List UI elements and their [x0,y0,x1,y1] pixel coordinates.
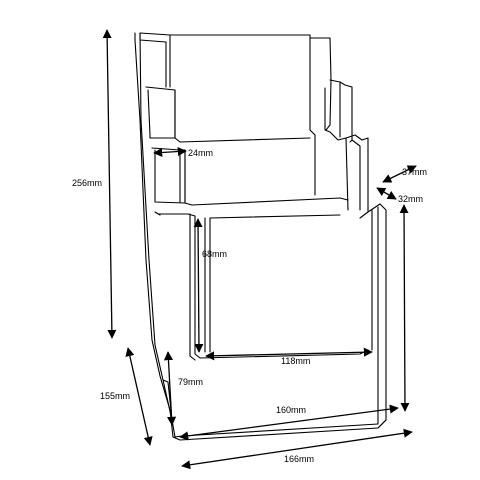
label-depth-side: 155mm [100,391,130,401]
dim-height-total [102,29,117,339]
label-pocket-width: 118mm [281,356,310,366]
top-board [139,32,332,131]
tier-1-back [145,86,176,139]
tier-3-right [367,203,387,429]
dim-pocket-height [193,218,204,353]
tier-1-side [147,89,176,139]
dim-overall-width [181,428,413,470]
label-height-total: 256mm [72,178,102,188]
label-base-inner-width: 160mm [276,405,306,415]
dim-front-height [399,204,410,412]
dimension-lines [102,29,417,470]
label-pocket-step: 24mm [188,148,213,158]
tier-2-right [345,134,369,219]
dim-side-depth [382,165,417,183]
label-base-front-height: 79mm [178,377,203,387]
dim-pocket-step [153,146,187,158]
label-pocket-height: 68mm [202,249,227,259]
label-overall-width: 166mm [284,454,314,464]
dim-front-depth [376,187,397,200]
holder-outline [134,32,387,441]
label-front-depth: 32mm [398,194,423,204]
label-side-depth: 37mm [402,167,427,177]
dim-depth-side [125,347,153,446]
dim-base-front-height [163,351,177,426]
dimension-labels: 256mm 155mm 24mm 68mm 118mm 79mm 160mm 1… [72,148,427,464]
dim-pocket-width [205,347,373,361]
tier-1-front [324,87,349,211]
top-board-front [169,34,311,131]
